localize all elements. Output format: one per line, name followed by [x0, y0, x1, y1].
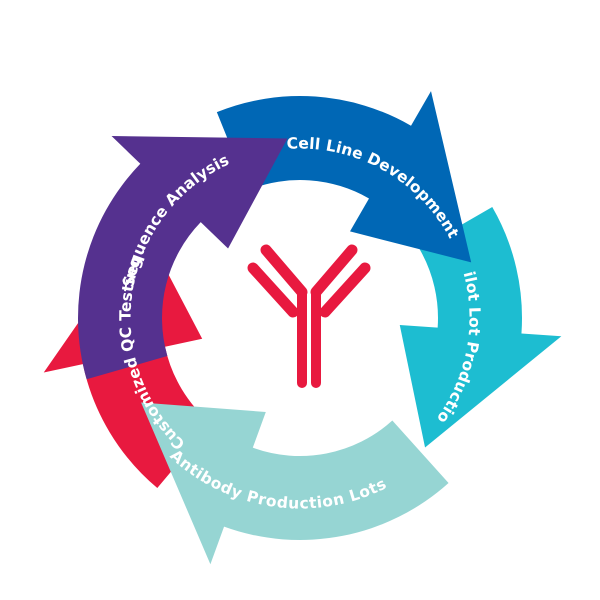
antibody-inner-arm-right — [310, 244, 358, 298]
cycle-arrow-4 — [141, 402, 449, 565]
cycle-arrow-3 — [399, 207, 562, 448]
antibody-outer-arm-right — [319, 262, 371, 318]
cycle-arrow-2 — [216, 91, 472, 263]
antibody-icon — [247, 244, 371, 388]
antibody-outer-arm-left — [247, 262, 299, 318]
cycle-arrow-1 — [78, 136, 288, 380]
antibody-stem-left — [297, 288, 307, 388]
antibody-inner-arm-left — [260, 244, 308, 298]
antibody-stem-right — [311, 288, 321, 388]
